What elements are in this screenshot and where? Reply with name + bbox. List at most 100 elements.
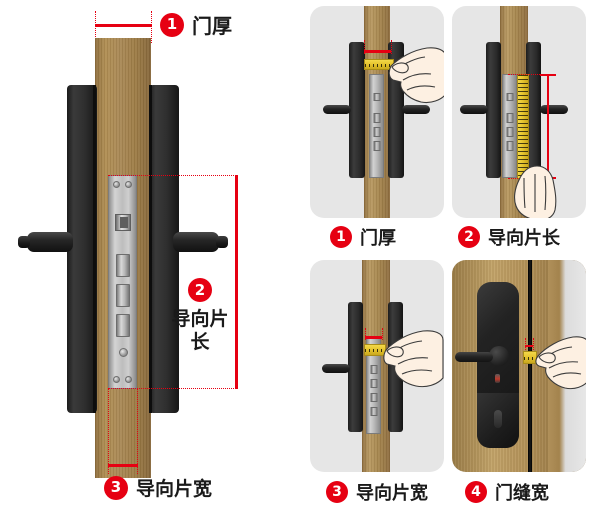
- callout-2-label-line1: 导向片: [171, 308, 229, 330]
- panel2-red-measure-line: [547, 74, 549, 179]
- mini-handle-right: [402, 105, 430, 114]
- callout-2-guide-plate-length: 2 导向片 长: [170, 278, 230, 354]
- dim1-measure-line: [95, 24, 152, 27]
- smart-lock-lever-handle: [455, 352, 493, 362]
- guide-plate-slot-3: [116, 314, 130, 337]
- hand-illustration: [507, 164, 565, 218]
- panel-label-2: 2 导向片长: [458, 224, 560, 250]
- lock-body-plate-left: [67, 85, 97, 413]
- mini-guide-latch: [373, 93, 380, 101]
- callout-3-guide-plate-width: 3 导向片宽: [104, 474, 212, 501]
- mini-guide-slot-2: [373, 127, 380, 137]
- mini-handle-left: [323, 105, 351, 114]
- panel4-red-measure-mark: [525, 345, 533, 347]
- lock-plate-edge-right: [149, 85, 152, 413]
- door-handle-tip-right: [216, 236, 228, 248]
- mini-guide-slot-2: [370, 379, 377, 388]
- mini-lock-plate-left: [348, 302, 363, 432]
- panel3-tick-right: [382, 328, 383, 340]
- panel2-leader-top: [508, 74, 552, 75]
- guide-plate-screw-top-right: [125, 181, 132, 188]
- guide-plate-screw-bottom-right: [125, 376, 132, 383]
- hand-illustration: [532, 332, 586, 392]
- dim1-tick-left: [95, 11, 96, 43]
- door-handle-right: [173, 232, 219, 252]
- tape-ticks: [524, 352, 536, 363]
- photo-panel-guide-plate-width: [310, 260, 444, 472]
- callout-1-door-thickness: 1 门厚: [160, 10, 232, 39]
- dim1-tick-right: [151, 11, 152, 43]
- callout-3-label: 导向片宽: [136, 478, 213, 500]
- mini-guide-plate: [502, 74, 517, 178]
- mini-guide-slot-3: [370, 393, 377, 402]
- tape-ticks: [518, 75, 528, 178]
- smart-lock-indicator-light: [495, 374, 500, 383]
- panel-1-label: 门厚: [360, 228, 396, 249]
- panel-4-badge: 4: [465, 481, 487, 503]
- panel4-tick-left: [525, 338, 526, 350]
- dim2-leader-bottom: [108, 388, 238, 389]
- callout-1-label: 门厚: [192, 14, 232, 38]
- mini-guide-slot-3: [373, 141, 380, 151]
- dim3-tick-right: [137, 388, 138, 474]
- photo-panel-door-gap-width: [452, 260, 586, 472]
- door-handle-left: [27, 232, 73, 252]
- mini-handle-left: [460, 105, 488, 114]
- callout-1-badge: 1: [160, 12, 184, 37]
- guide-plate-center-screw: [119, 348, 128, 357]
- mini-lock-plate-left: [349, 42, 365, 178]
- guide-plate-screw-bottom-left: [113, 376, 120, 383]
- door-gap-seam: [528, 260, 532, 472]
- mini-guide-slot-2: [506, 127, 513, 137]
- mini-guide-slot-1: [506, 113, 513, 123]
- panel1-tick-left: [364, 40, 365, 54]
- dim3-tick-left: [108, 388, 109, 474]
- panel-3-label: 导向片宽: [356, 483, 428, 504]
- callout-2-badge: 2: [188, 278, 212, 302]
- panel3-red-measure-mark: [365, 336, 382, 339]
- photo-panel-door-thickness: [310, 6, 444, 218]
- panel-label-1: 1 门厚: [330, 224, 396, 250]
- mini-lock-plate-left: [486, 42, 501, 178]
- callout-3-badge: 3: [104, 475, 128, 500]
- mini-guide-plate: [366, 338, 381, 434]
- hand-illustration: [378, 324, 444, 392]
- panel-4-label: 门缝宽: [495, 483, 549, 504]
- lock-plate-edge-left: [93, 85, 96, 413]
- panel-2-label: 导向片长: [488, 228, 560, 249]
- guide-plate-slot-1: [116, 254, 130, 277]
- tape-ticks: [365, 345, 385, 355]
- smart-lock-knob: [489, 346, 509, 366]
- panel-label-3: 3 导向片宽: [326, 479, 428, 505]
- mini-guide-slot-1: [370, 365, 377, 374]
- dim2-leader-top: [108, 175, 238, 176]
- callout-2-label-line2: 长: [190, 331, 210, 354]
- panel-1-badge: 1: [330, 226, 352, 248]
- panel3-tick-left: [365, 328, 366, 340]
- tape-ticks: [365, 60, 393, 69]
- mini-guide-slot-3: [506, 141, 513, 151]
- panel2-arrow-top: [540, 74, 556, 76]
- guide-plate-screw-top-left: [113, 181, 120, 188]
- photo-panel-guide-plate-length: [452, 6, 586, 218]
- mini-handle-left: [322, 364, 350, 373]
- mini-lock-plate-right: [526, 42, 541, 178]
- dim3-measure-line: [108, 464, 138, 467]
- door-handle-tip-left: [18, 236, 30, 248]
- guide-plate: [108, 175, 137, 389]
- mini-guide-slot-4: [370, 407, 377, 416]
- mini-guide-latch: [506, 93, 513, 101]
- dim2-measure-line: [235, 175, 238, 389]
- panel4-tick-right: [533, 338, 534, 350]
- guide-plate-latch-inner: [120, 217, 128, 228]
- hand-illustration: [383, 42, 444, 108]
- panel1-red-measure-mark: [364, 50, 391, 53]
- main-cross-section-diagram: 1 门厚 2: [18, 10, 238, 501]
- mini-guide-plate: [369, 74, 384, 178]
- smart-lock-fingerprint-button: [494, 410, 502, 428]
- mini-guide-slot-1: [373, 113, 380, 123]
- mini-handle-right: [540, 105, 568, 114]
- panel1-tick-right: [391, 40, 392, 54]
- panel-2-badge: 2: [458, 226, 480, 248]
